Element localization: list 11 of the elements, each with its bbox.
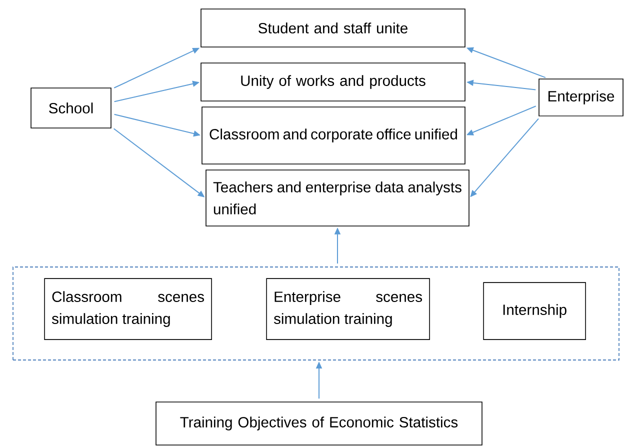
group-frame [12, 266, 620, 360]
process-box: Enterprise [538, 78, 624, 116]
process-box: Training Objectives of Economic Statistics [156, 402, 482, 446]
process-box: Student and staff unite [200, 8, 466, 48]
process-box: Enterprise scenes simulation training [266, 278, 430, 340]
process-box: Teachers and enterprise data analysts unified [206, 170, 470, 226]
process-box: Unity of works and products [200, 62, 466, 102]
process-box: School [30, 88, 112, 128]
process-box: Internship [483, 282, 586, 340]
process-box: Classroom and corporate office unified [202, 106, 466, 164]
process-box: Classroom scenes simulation training [44, 278, 212, 340]
